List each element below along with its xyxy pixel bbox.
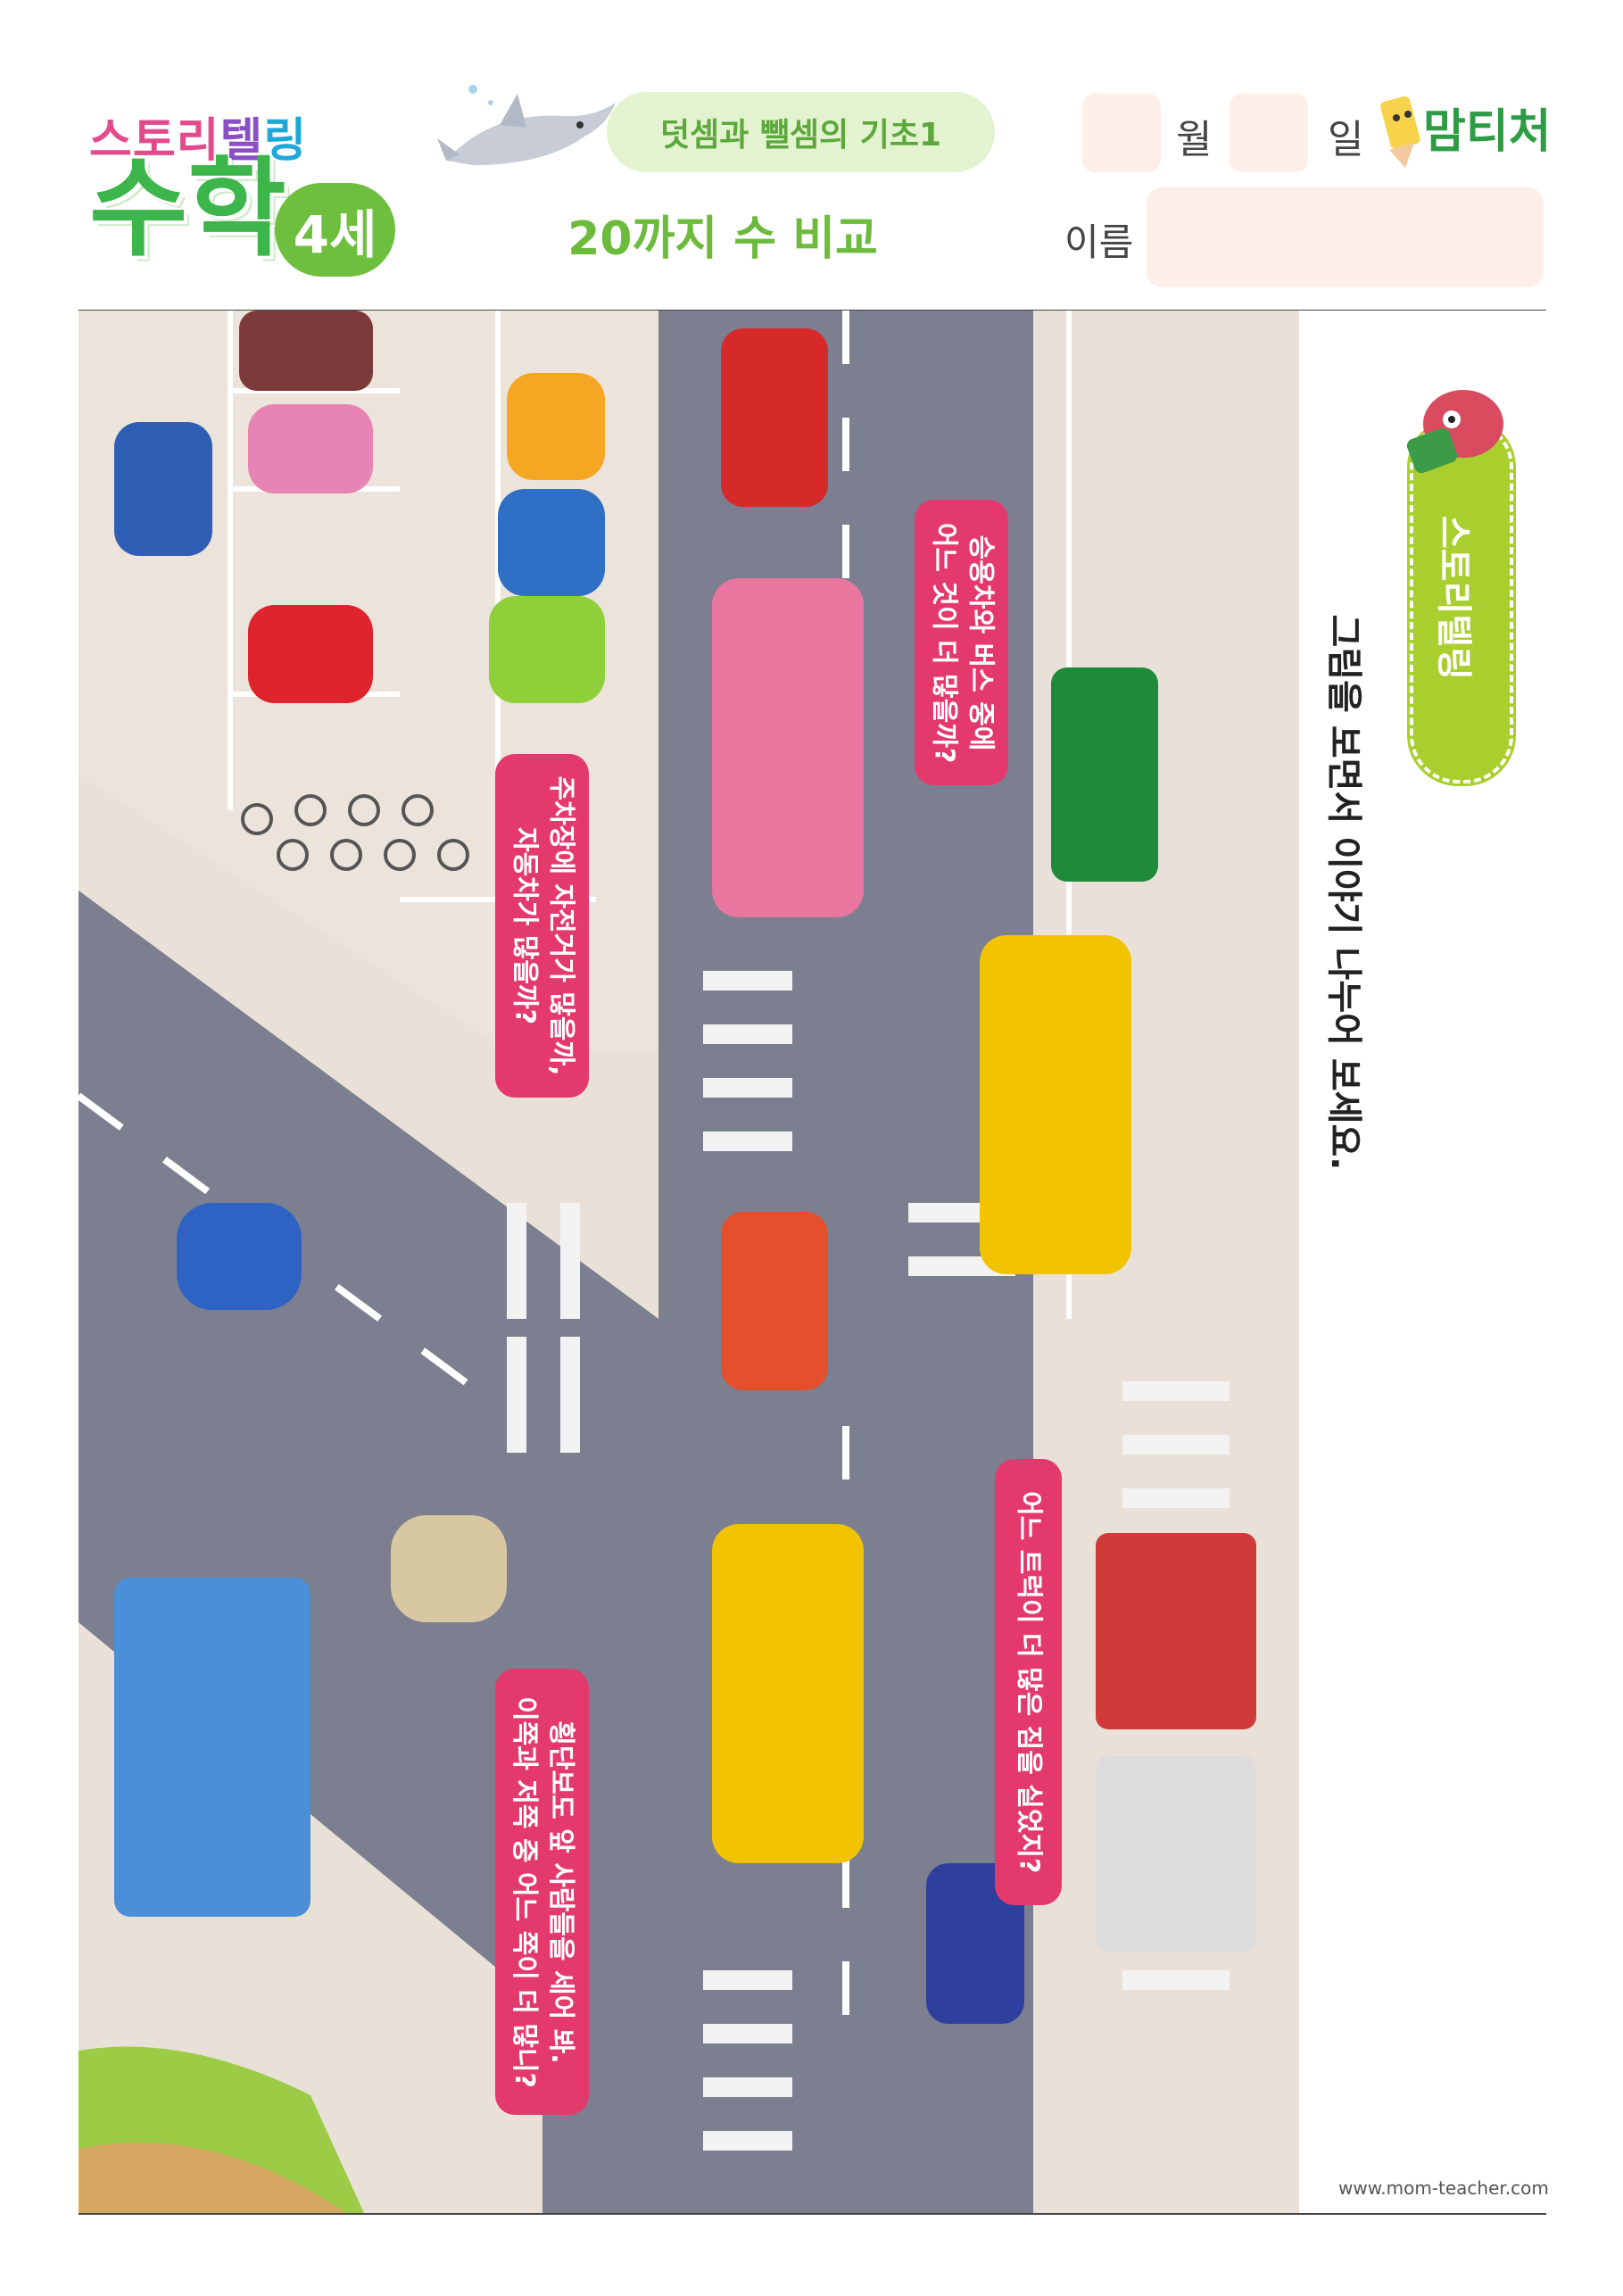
storytelling-badge-label: 스토리텔링: [1433, 516, 1474, 680]
parked-cars: [114, 311, 605, 1622]
street-scene: [79, 311, 1299, 2213]
month-label: 월: [1176, 117, 1213, 162]
month-input-box[interactable]: [1082, 94, 1161, 172]
dolphin-illustration: [437, 85, 616, 165]
pencil-mascot-icon: [1380, 95, 1420, 168]
day-label: 일: [1328, 117, 1364, 162]
speech-bubble-truck: 어느 트럭이 더 많은 짐을 실었지?: [995, 1459, 1062, 1905]
page-title: 20까지 수 비교: [567, 212, 878, 266]
day-input-box[interactable]: [1230, 94, 1308, 172]
speech-bubble-crosswalk: 횡단보도 앞 사람들을 세어 봐.이쪽과 저쪽 중 어느 쪽이 더 많니?: [495, 1669, 589, 2115]
brand-logo: 맘티처: [1423, 105, 1552, 159]
name-label: 이름: [1064, 220, 1134, 264]
topic-pill: 덧셈과 뺄셈의 기초1: [607, 92, 995, 172]
bottom-divider: [79, 2213, 1546, 2215]
bicycles: [241, 794, 469, 871]
name-input-box[interactable]: [1147, 187, 1544, 287]
storytelling-badge: [1410, 419, 1513, 783]
logo-series-title: 스토리텔링: [89, 114, 308, 168]
age-badge: 4세: [275, 183, 395, 277]
website-url: www.mom-teacher.com: [1338, 2177, 1549, 2199]
road-vehicles: [114, 328, 1256, 2024]
monster-mascot-icon: [1406, 390, 1503, 474]
street-illustration: [79, 311, 1299, 2213]
instruction-text: 그림을 보면서 이야기 나누어 보세요.: [1323, 614, 1364, 1171]
speech-bubble-parking: 주차장에 자전거가 많을까,자동차가 많을까?: [495, 754, 589, 1098]
logo-subject: 수학: [89, 147, 286, 271]
